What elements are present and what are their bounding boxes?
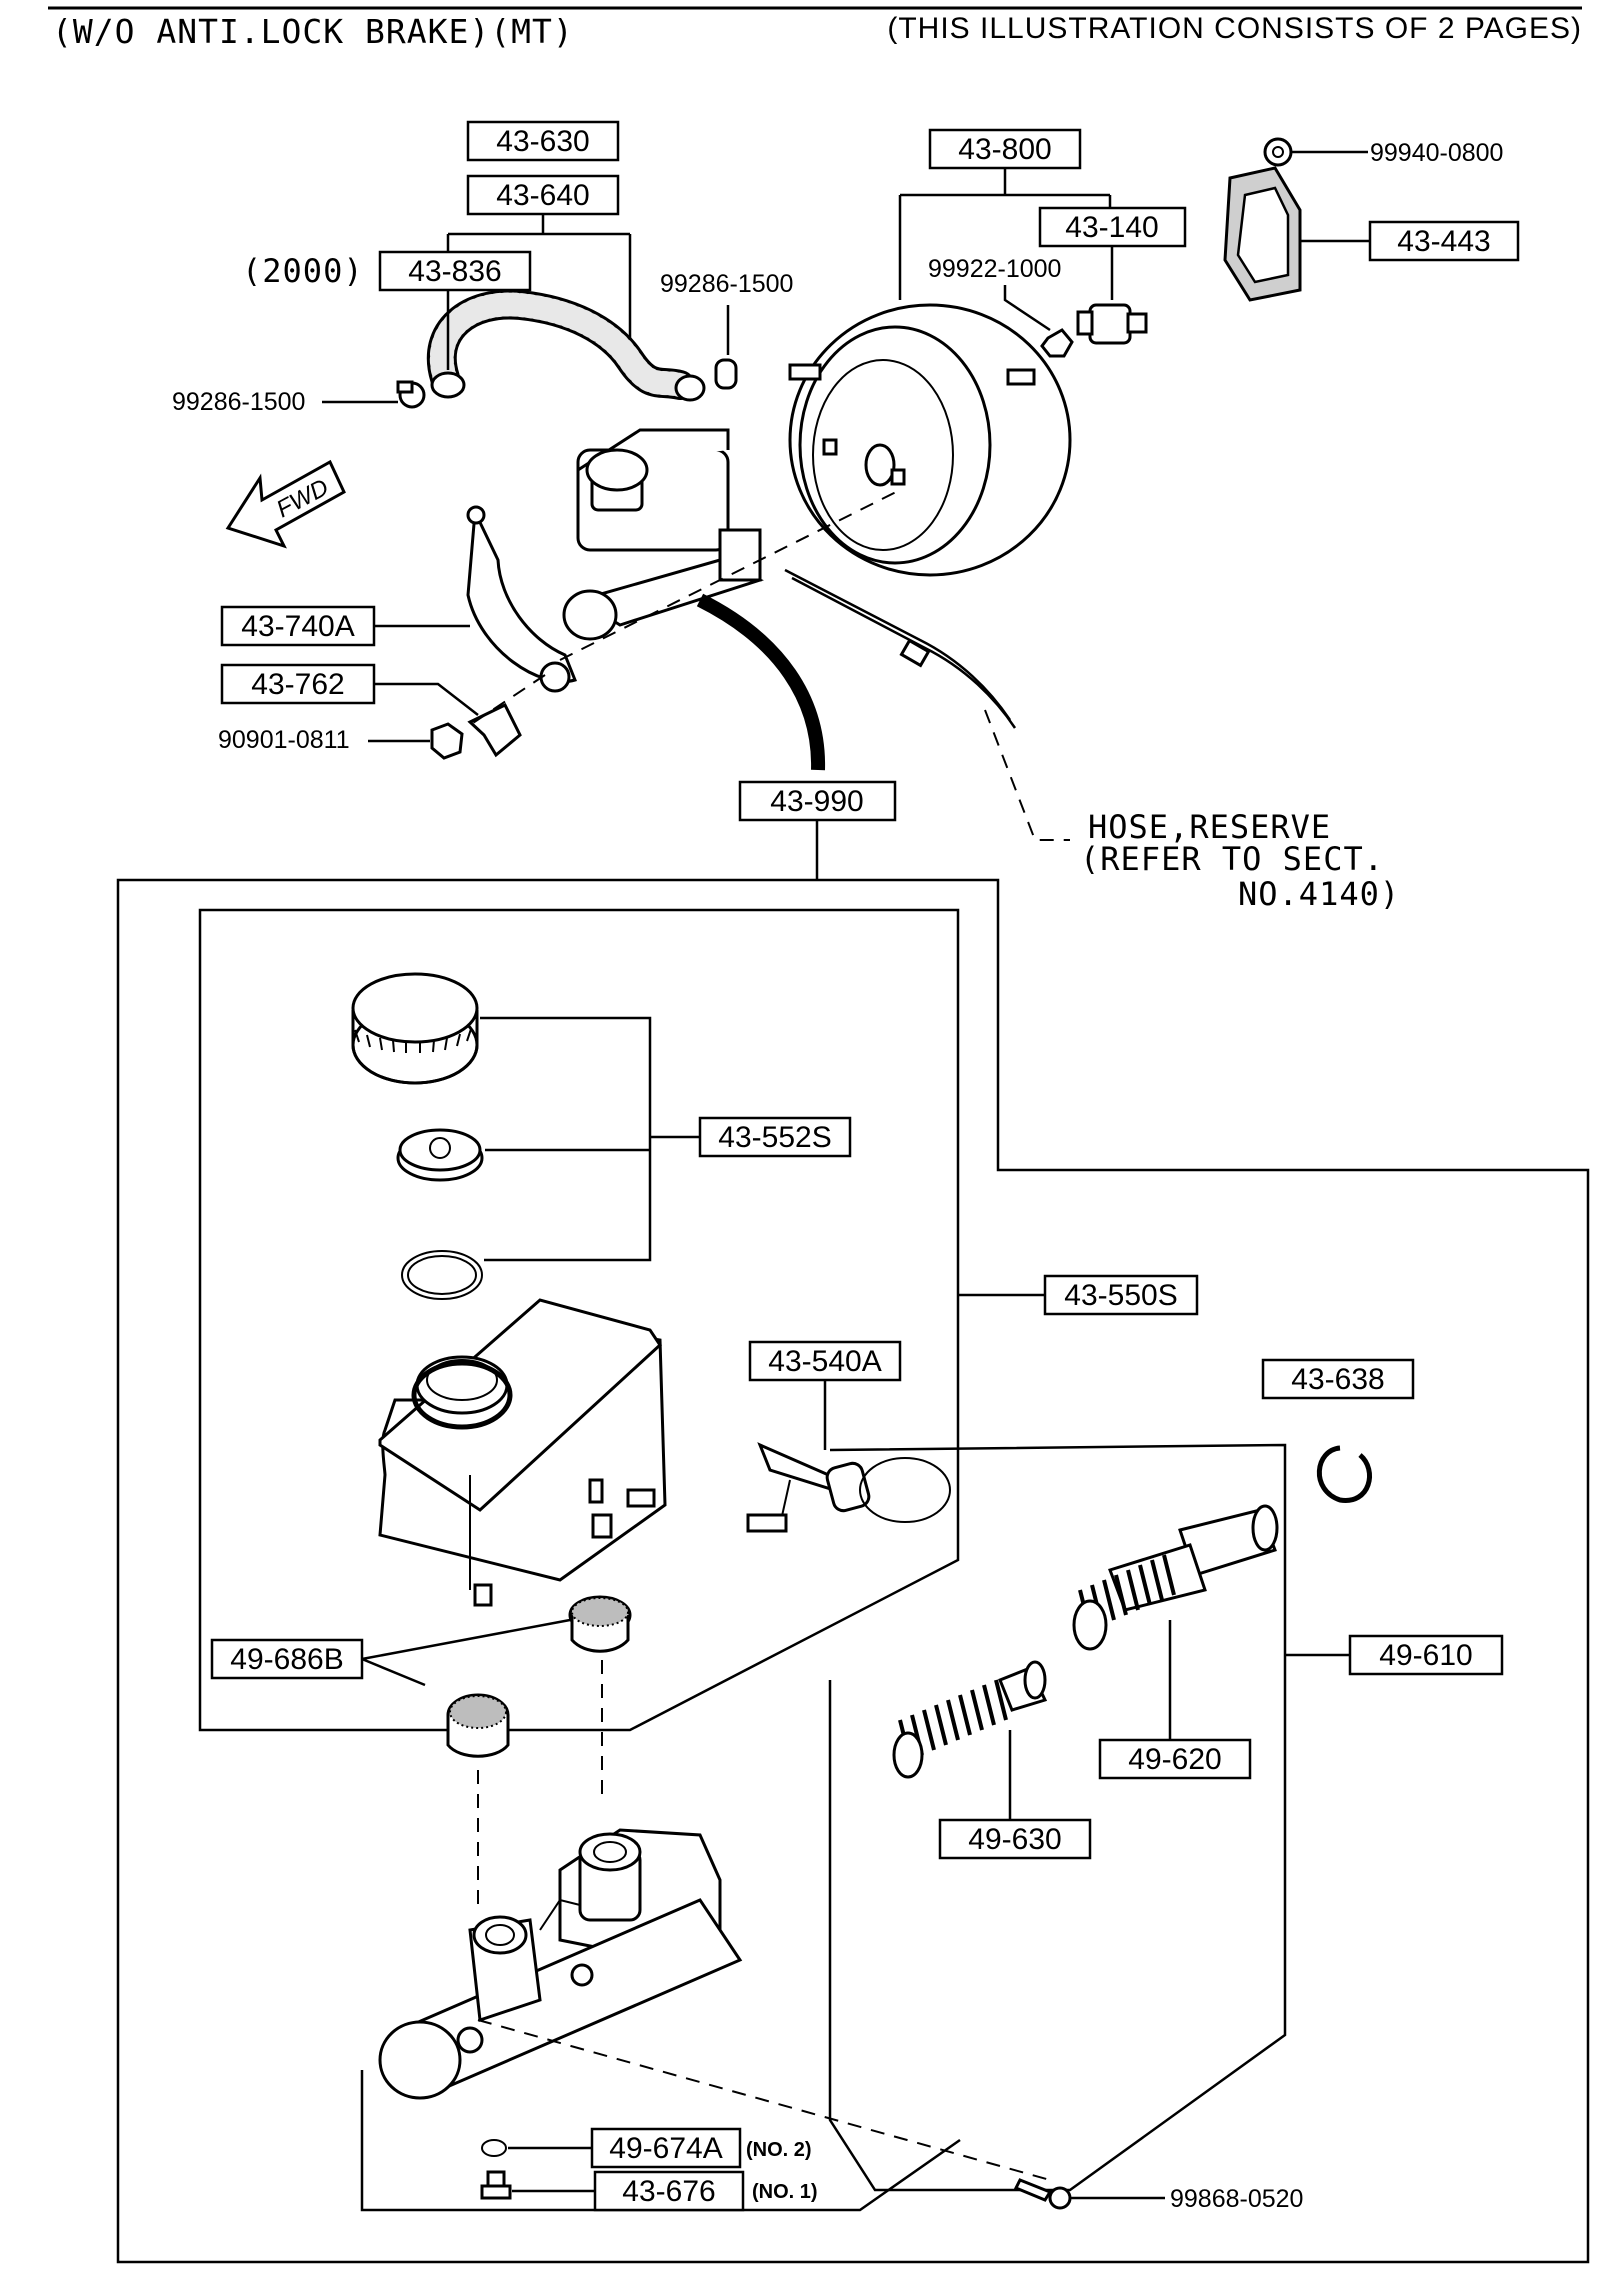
callout-49-686b: 49-686B xyxy=(230,1643,343,1676)
callout-43-552s: 43-552S xyxy=(718,1121,831,1154)
callout-43-800: 43-800 xyxy=(958,133,1051,166)
hose-clamp-right-icon xyxy=(714,358,738,390)
callout-43-740a: 43-740A xyxy=(241,610,354,643)
header-left-title: (W/O ANTI.LOCK BRAKE)(MT) xyxy=(52,12,574,51)
callout-99286-1500-right: 99286-1500 xyxy=(660,270,793,298)
oring-icon xyxy=(401,1250,483,1300)
reservoir-tank-icon xyxy=(378,1298,667,1607)
brake-booster xyxy=(788,303,1072,577)
note-no2: (NO. 2) xyxy=(746,2139,812,2161)
bracket-plate-icon xyxy=(467,703,522,758)
hose-reserve-label-1: HOSE,RESERVE xyxy=(1088,808,1331,846)
hose-assembly xyxy=(426,289,706,402)
hose-reserve-label-3: NO.4140) xyxy=(1238,875,1400,913)
hose-clamp-left-icon xyxy=(396,380,426,409)
callout-43-550s: 43-550S xyxy=(1064,1279,1177,1312)
washer-icon xyxy=(481,2139,507,2157)
callout-90901-0811: 90901-0811 xyxy=(218,726,350,754)
callout-43-638: 43-638 xyxy=(1291,1363,1384,1396)
grommet-small-icon xyxy=(568,1595,632,1653)
nut-icon xyxy=(1040,328,1074,358)
year-note: (2000) xyxy=(242,252,364,290)
primary-piston-icon xyxy=(1072,1504,1279,1651)
callout-43-762: 43-762 xyxy=(251,668,344,701)
master-cylinder-assembled xyxy=(466,428,764,693)
reservoir-cap-icon xyxy=(351,972,479,1085)
master-cylinder-body-icon xyxy=(378,1828,743,2100)
piston-subframe xyxy=(828,1443,1287,2192)
callout-43-443: 43-443 xyxy=(1397,225,1490,258)
fwd-arrow-icon: FWD xyxy=(225,459,346,549)
callout-49-620: 49-620 xyxy=(1128,1743,1221,1776)
header-right-title: (THIS ILLUSTRATION CONSISTS OF 2 PAGES) xyxy=(887,12,1582,45)
callout-49-630: 49-630 xyxy=(968,1823,1061,1856)
secondary-piston-icon xyxy=(892,1660,1048,1779)
callout-43-836: 43-836 xyxy=(408,255,501,288)
grommet-large-icon xyxy=(446,1693,510,1758)
snap-ring-icon xyxy=(1316,1445,1372,1503)
callout-43-640: 43-640 xyxy=(496,179,589,212)
bleeder-screw-icon xyxy=(480,2170,512,2200)
hose-reserve-label-2: (REFER TO SECT. xyxy=(1080,840,1384,878)
callout-43-676: 43-676 xyxy=(622,2175,715,2208)
check-valve-icon xyxy=(1076,303,1148,345)
note-no1: (NO. 1) xyxy=(752,2181,818,2203)
callout-99286-1500-left: 99286-1500 xyxy=(172,388,305,416)
callout-43-630: 43-630 xyxy=(496,125,589,158)
level-sensor-icon xyxy=(746,1442,951,1533)
callout-49-674a: 49-674A xyxy=(609,2132,722,2165)
callout-43-990: 43-990 xyxy=(770,785,863,818)
bolt-icon xyxy=(430,722,464,760)
callout-99940-0800: 99940-0800 xyxy=(1370,139,1503,167)
screw-icon xyxy=(1013,2178,1072,2210)
assembly-frame xyxy=(116,878,1590,2264)
callout-99922-1000: 99922-1000 xyxy=(928,255,1061,283)
gasket-icon xyxy=(1223,166,1302,302)
reservoir-filter-icon xyxy=(396,1128,484,1182)
reservoir-subframe xyxy=(198,908,960,1732)
callout-49-610: 49-610 xyxy=(1379,1639,1472,1672)
callout-43-140: 43-140 xyxy=(1065,211,1158,244)
flange-nut-icon xyxy=(1263,137,1293,167)
callout-43-540a: 43-540A xyxy=(768,1345,881,1378)
callout-99868-0520: 99868-0520 xyxy=(1170,2185,1303,2213)
